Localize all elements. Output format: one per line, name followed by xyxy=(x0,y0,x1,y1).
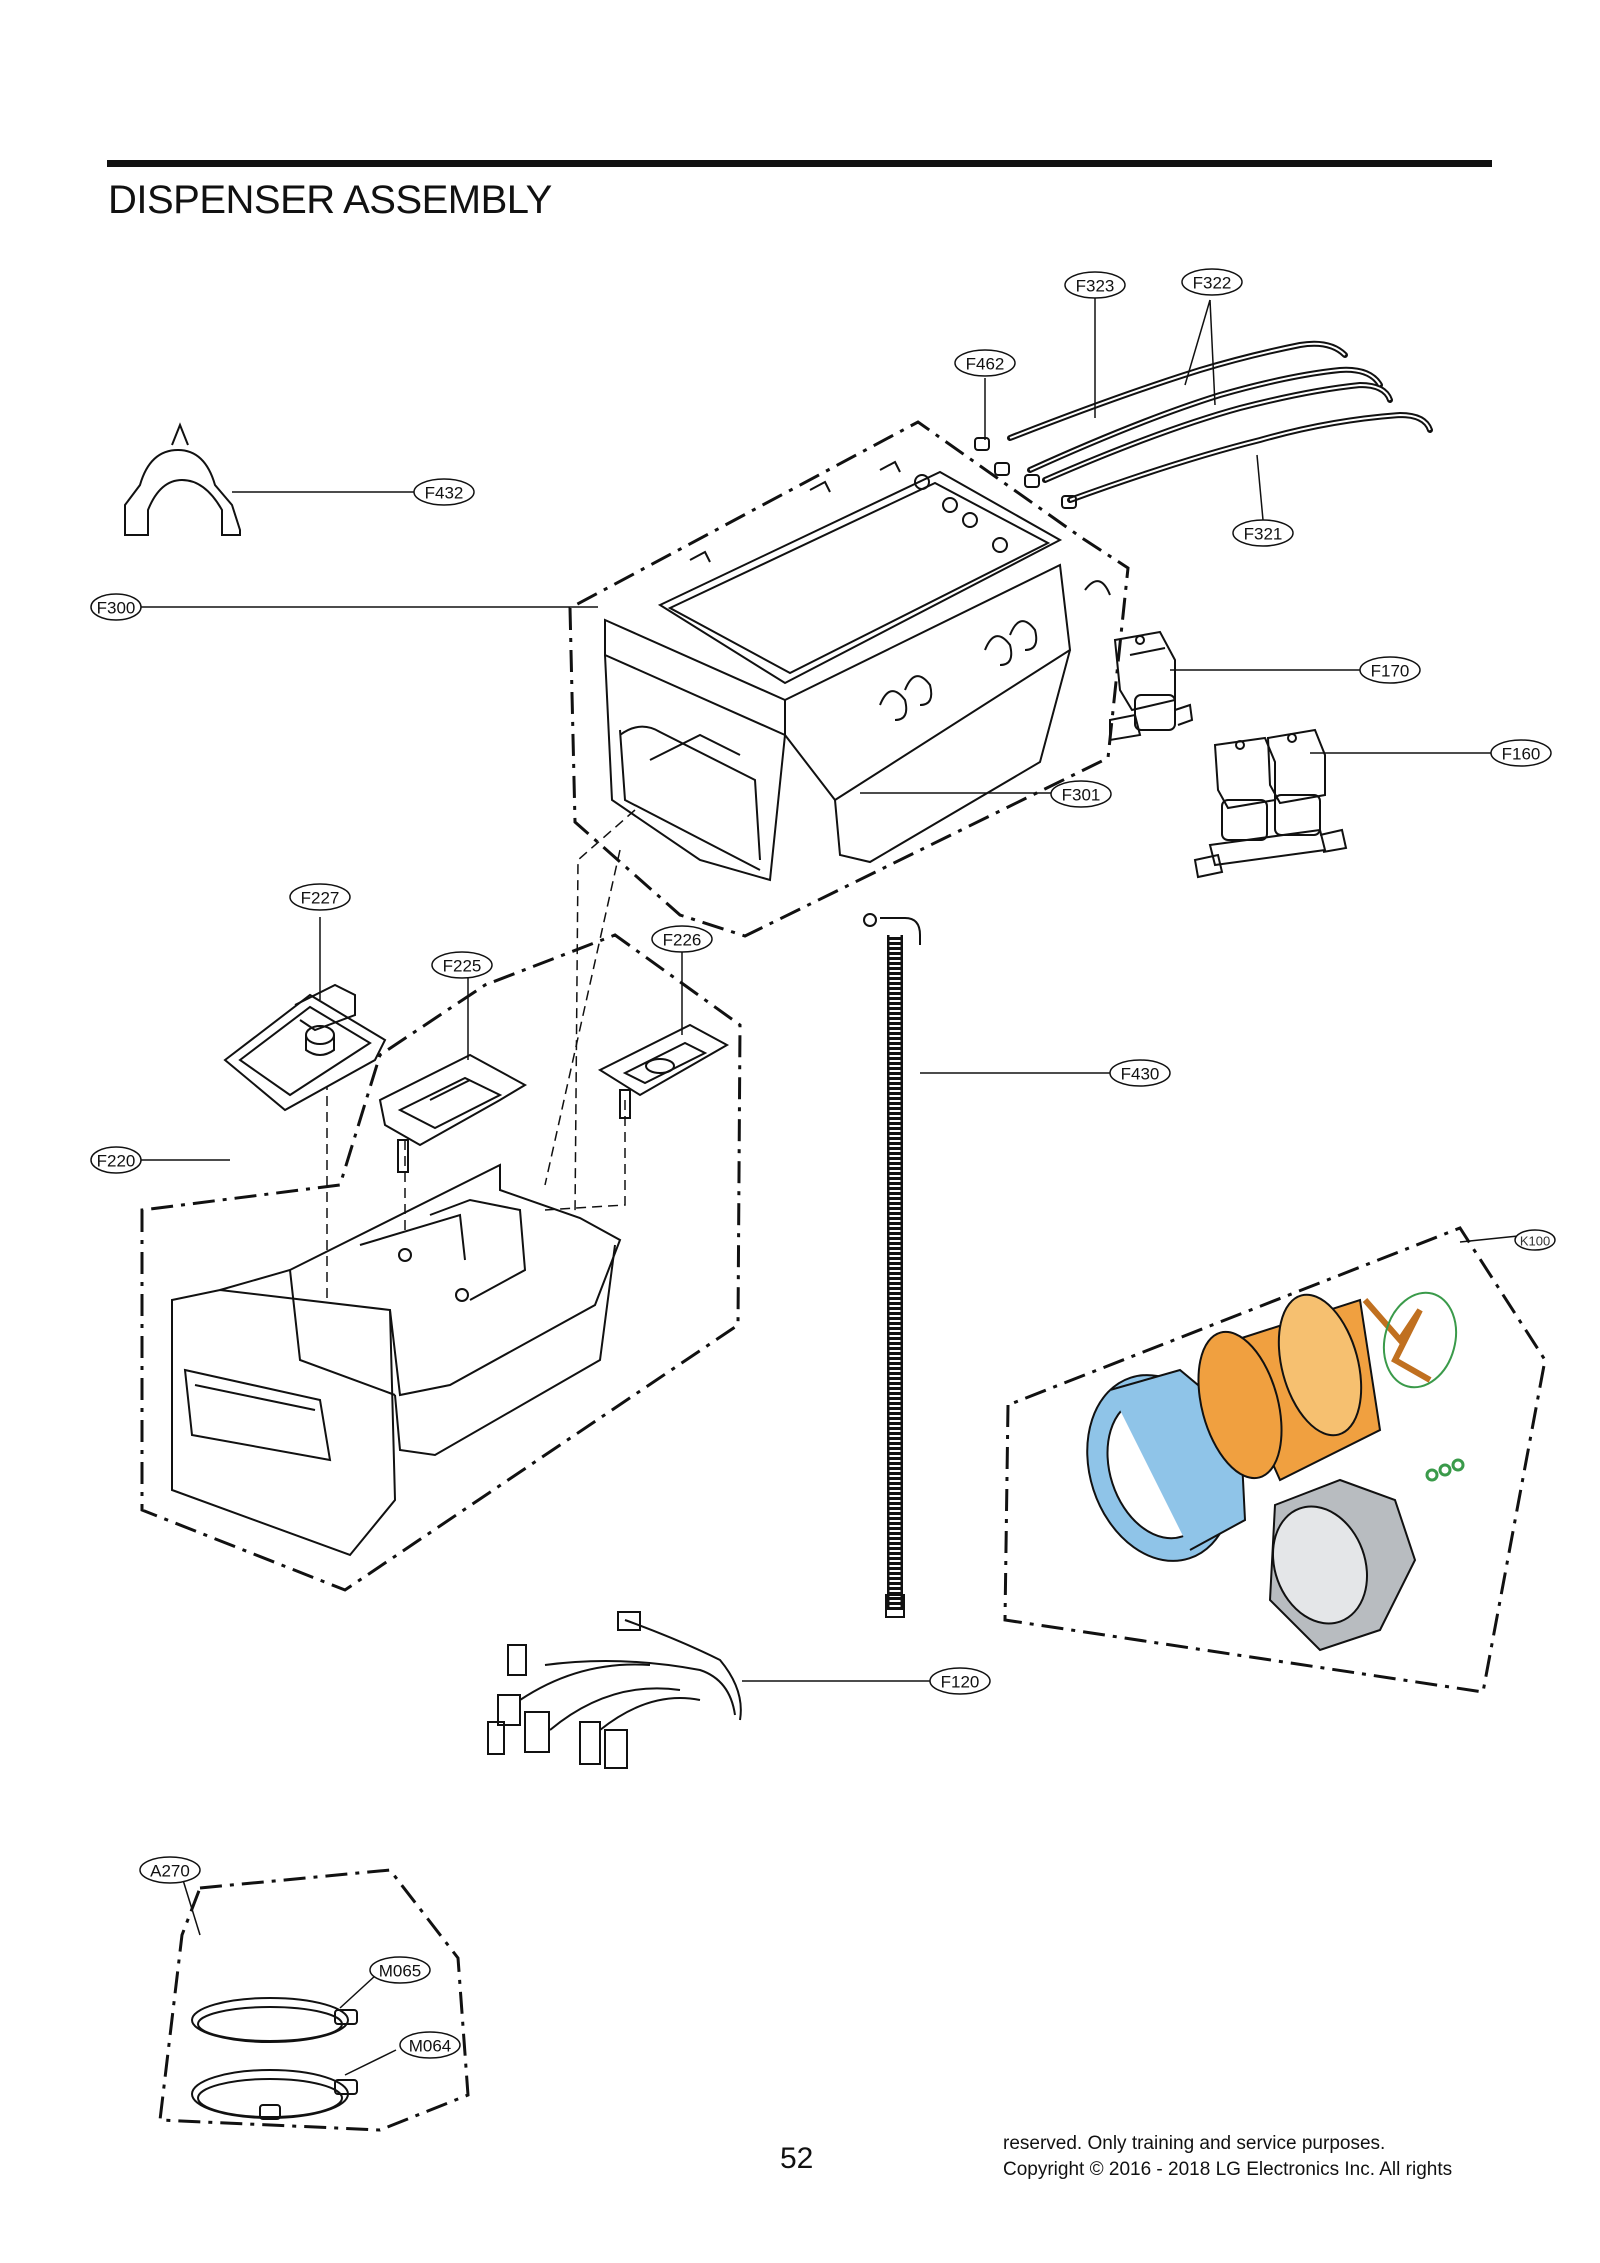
callout-f321: F321 xyxy=(1244,525,1283,544)
softener-cap xyxy=(223,983,387,1112)
bearing-seals xyxy=(1425,1458,1465,1482)
tub-gasket-ring xyxy=(1382,1291,1458,1389)
callout-f120: F120 xyxy=(941,1673,980,1692)
dispenser-housing-outline xyxy=(568,420,1130,938)
inlet-hose-set xyxy=(191,1997,358,2120)
leader-lines xyxy=(136,298,1519,2076)
callout-f322: F322 xyxy=(1193,274,1232,293)
bleach-cup xyxy=(597,1023,730,1119)
page-title: DISPENSER ASSEMBLY xyxy=(108,178,552,222)
inlet-hoses-inner xyxy=(1009,342,1431,501)
page-number: 52 xyxy=(780,2142,814,2175)
callout-f225: F225 xyxy=(443,957,482,976)
tub-kit-outline xyxy=(1003,1226,1547,1694)
callout-f301: F301 xyxy=(1062,786,1101,805)
callout-f432: F432 xyxy=(425,484,464,503)
single-water-valve xyxy=(1109,630,1194,742)
alignment-guides xyxy=(326,809,636,1300)
callout-f226: F226 xyxy=(663,931,702,950)
dispenser-drawer xyxy=(171,1163,622,1557)
drain-hose xyxy=(863,913,921,1618)
callout-f227: F227 xyxy=(301,889,340,908)
callout-f220: F220 xyxy=(97,1152,136,1171)
rear-tub xyxy=(1268,1478,1417,1652)
callout-a270: A270 xyxy=(150,1862,190,1881)
hose-clamps xyxy=(974,437,1077,509)
callout-f430: F430 xyxy=(1121,1065,1160,1084)
double-water-valve xyxy=(1193,728,1348,879)
drawer-assembly-outline xyxy=(140,933,742,1592)
title-rule xyxy=(107,160,1492,167)
callout-ovals xyxy=(90,268,1556,2059)
callout-f170: F170 xyxy=(1371,662,1410,681)
dispenser-housing xyxy=(604,460,1111,882)
inlet-hose-set-outline xyxy=(158,1868,470,2132)
callout-k100: K100 xyxy=(1520,1234,1550,1249)
callout-f323: F323 xyxy=(1076,277,1115,296)
wire-harness xyxy=(487,1611,742,1769)
callout-m065: M065 xyxy=(379,1962,422,1981)
hose-bracket xyxy=(124,422,241,536)
copyright-line-1: reserved. Only training and service purp… xyxy=(1003,2133,1386,2154)
copyright-line-2: Copyright © 2016 - 2018 LG Electronics I… xyxy=(1003,2159,1453,2180)
inlet-hoses xyxy=(1007,340,1433,503)
copyright-notice: reserved. Only training and service purp… xyxy=(1003,2131,1452,2183)
callout-f300: F300 xyxy=(97,599,136,618)
callout-f160: F160 xyxy=(1502,745,1541,764)
detergent-cup xyxy=(378,1053,528,1173)
callout-m064: M064 xyxy=(409,2037,452,2056)
callout-f462: F462 xyxy=(966,355,1005,374)
